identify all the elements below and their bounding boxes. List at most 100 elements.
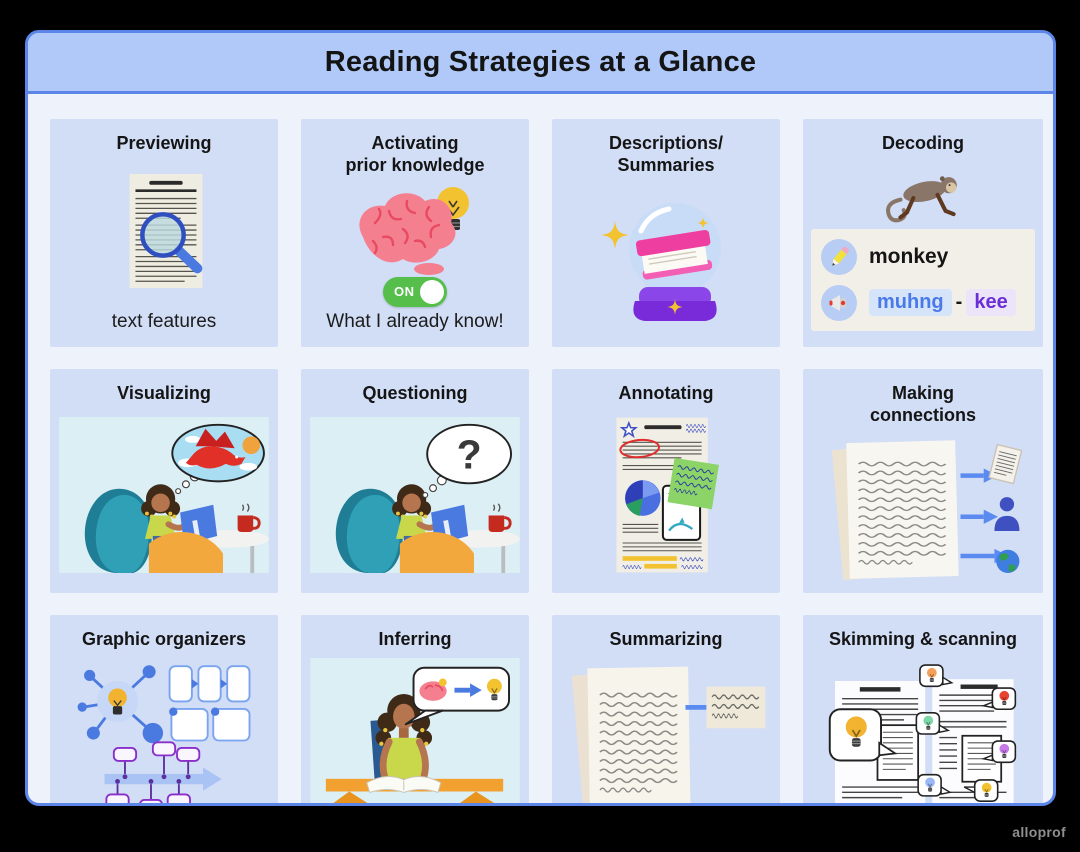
card-title: Making connections [869, 382, 976, 425]
previewing-illustration [100, 159, 228, 307]
right-document [915, 664, 1017, 803]
card-title: Graphic organizers [81, 628, 247, 649]
brain-icon [419, 678, 447, 701]
reader-imagining-dragon-illustration [59, 416, 269, 573]
card-inferring: Inferring [301, 614, 529, 803]
inferring-illustration [309, 655, 521, 803]
megaphone-icon [821, 284, 857, 321]
card-skimming-scanning: Skimming & scanning [803, 614, 1043, 803]
graphic-organizers-illustration [66, 655, 262, 803]
card-title: Annotating [618, 382, 714, 403]
card-caption: What I already know! [326, 310, 504, 332]
page-title: Reading Strategies at a Glance [324, 45, 757, 78]
long-to-short-text-illustration [571, 666, 766, 803]
syllable-first: muhng [869, 289, 952, 317]
coffee-mug [237, 503, 261, 532]
dolphin-icon [668, 522, 694, 532]
idea-bubble-small [917, 773, 952, 797]
magnifying-glass-icon [140, 212, 203, 274]
word-row: monkey [821, 238, 1025, 275]
card-title: Visualizing [117, 382, 211, 403]
card-graphic-organizers: Graphic organizers [50, 614, 278, 803]
idea-bubble-small [981, 687, 1017, 710]
pronunciation-row: muhng - kee [821, 284, 1025, 321]
card-title: Decoding [881, 133, 964, 153]
skimming-scanning-illustration [816, 655, 1030, 803]
toggle-knob [420, 279, 444, 304]
annotating-illustration [586, 409, 746, 581]
sun-icon [242, 436, 261, 454]
annotated-document-illustration [616, 417, 719, 573]
idea-bubble-large [828, 708, 898, 762]
open-book [366, 775, 442, 793]
card-questioning: Questioning [301, 368, 529, 593]
syllable-separator: - [955, 291, 963, 314]
sticky-note [667, 457, 719, 510]
text-connections-illustration [831, 440, 1023, 580]
card-previewing: Previewing [50, 119, 278, 347]
card-title: Descriptions/ Summaries [608, 133, 724, 175]
mind-map-diagram [77, 664, 164, 744]
thought-bubble: ? [422, 423, 513, 498]
text-to-text-icon [988, 443, 1023, 485]
card-title: Previewing [116, 133, 212, 153]
crystal-ball-illustration [587, 181, 745, 335]
thought-bubble [171, 423, 265, 494]
blanket [148, 531, 223, 573]
card-caption: text features [111, 310, 217, 332]
organizers-illustration [77, 664, 251, 803]
card-summarizing: Summarizing [552, 614, 780, 803]
brain-lightbulb-illustration [359, 186, 469, 275]
monkey-icon [886, 176, 957, 223]
card-descriptions-summaries: Descriptions/ Summaries [552, 119, 780, 347]
idea-bubble-small [981, 740, 1017, 763]
making-connections-illustration [815, 431, 1031, 581]
dragon-icon [185, 428, 246, 469]
idea-bubble-small [919, 664, 954, 687]
decoding-word-panel: monkey muhng - kee [811, 228, 1035, 331]
pink-book [635, 229, 713, 280]
questioning-illustration: ? [309, 409, 521, 581]
blanket [399, 531, 474, 573]
card-annotating: Annotating [552, 368, 780, 593]
syllable-second: kee [966, 289, 1016, 317]
card-title: Questioning [362, 382, 468, 403]
crystal-ball-base [633, 286, 717, 321]
card-title: Inferring [378, 628, 452, 649]
beanbag-chair [335, 488, 403, 573]
coffee-mug [488, 503, 512, 532]
card-title: Summarizing [609, 628, 723, 649]
reader-question-illustration: ? [310, 416, 520, 573]
documents-idea-bubbles-illustration [828, 664, 1017, 803]
speech-bubble [404, 666, 510, 725]
alloprof-logo: alloprof [1012, 824, 1066, 840]
text-to-world-icon [996, 549, 1020, 573]
front-paper [587, 666, 691, 803]
summarizing-illustration [560, 655, 772, 803]
card-title: Skimming & scanning [828, 628, 1018, 649]
question-mark: ? [457, 432, 482, 478]
connection-arrows [960, 468, 1009, 563]
monkey-illustration [865, 159, 981, 229]
card-activating-prior-knowledge: Activating prior knowledge [301, 119, 529, 347]
crystal-ball-book-illustration [601, 202, 721, 321]
pencil-icon [821, 238, 857, 275]
card-visualizing: Visualizing [50, 368, 278, 593]
text-to-self-icon [994, 496, 1020, 531]
document-magnifier-illustration [129, 173, 203, 289]
brain-illustration [340, 181, 490, 277]
toggle-on-label: ON [394, 284, 415, 300]
sparkle-icon [601, 220, 629, 249]
on-toggle: ON [383, 276, 447, 307]
strategy-grid: Previewing [28, 94, 1053, 803]
idea-bubble-small [963, 778, 999, 802]
red-circle-annotation [619, 438, 660, 459]
timeline-diagram [104, 741, 222, 803]
card-title: Activating prior knowledge [345, 133, 485, 175]
flow-chart-diagram [168, 664, 251, 742]
infographic-panel: Reading Strategies at a Glance Previewin… [25, 30, 1056, 806]
left-document [828, 680, 926, 803]
student-inferring-illustration [310, 657, 520, 803]
decoded-word: monkey [869, 244, 949, 268]
card-decoding: Decoding [803, 119, 1043, 347]
